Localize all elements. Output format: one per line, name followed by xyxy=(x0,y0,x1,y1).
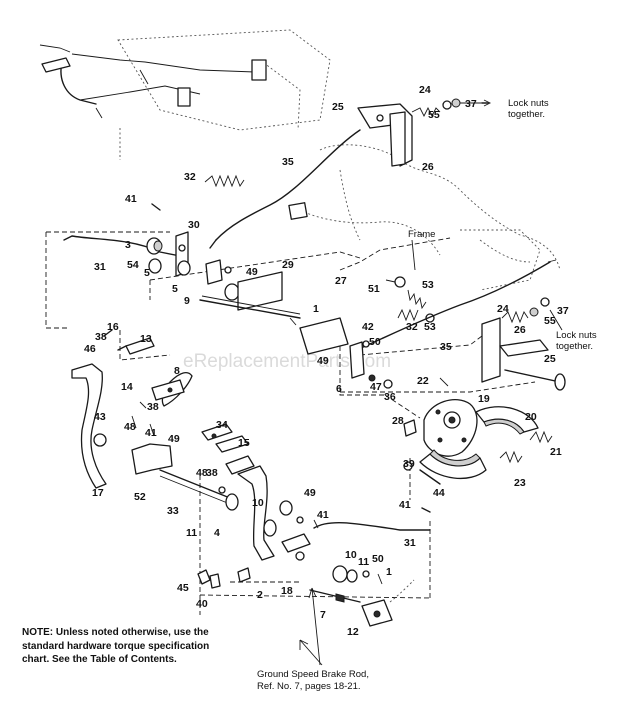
left-pedal-assembly xyxy=(71,329,431,666)
upper-brake-assembly xyxy=(63,98,492,355)
part-label: 25 xyxy=(332,101,344,113)
part-label: 19 xyxy=(478,393,490,405)
part-label: 29 xyxy=(282,259,294,271)
part-label: 25 xyxy=(544,353,556,365)
part-label: 17 xyxy=(92,487,104,499)
part-label: 9 xyxy=(184,295,190,307)
part-label: 55 xyxy=(428,109,440,121)
part-label: 5 xyxy=(144,267,150,279)
svg-text:Lock nuts: Lock nuts xyxy=(508,98,549,109)
part-label: 37 xyxy=(465,98,477,110)
part-label: 49 xyxy=(246,266,258,278)
part-label: 52 xyxy=(134,491,146,503)
part-label: 54 xyxy=(127,259,139,271)
part-label: 28 xyxy=(392,415,404,427)
part-label: 18 xyxy=(281,585,293,597)
torque-note: NOTE: Unless noted otherwise, use the st… xyxy=(22,627,210,665)
part-label: 8 xyxy=(174,365,180,377)
part-label: 20 xyxy=(525,411,537,423)
part-label: 2 xyxy=(257,589,263,601)
part-label: 11 xyxy=(358,556,369,568)
svg-text:together.: together. xyxy=(556,341,593,352)
part-label: 1 xyxy=(386,566,392,578)
part-label: 41 xyxy=(317,509,329,521)
part-label: 13 xyxy=(140,333,152,345)
part-label: 35 xyxy=(440,341,452,353)
part-label: 48 xyxy=(124,421,136,433)
part-label: 34 xyxy=(216,419,228,431)
right-brake-assembly xyxy=(349,239,566,485)
part-label: 26 xyxy=(514,324,526,336)
frame-outline xyxy=(299,144,561,291)
part-label: 40 xyxy=(196,598,208,610)
part-label: 31 xyxy=(404,537,416,549)
part-label: 11 xyxy=(186,527,197,539)
part-number-labels: 24 25 55 37 26 35 32 41 30 3 54 5 49 29 … xyxy=(84,84,569,638)
part-label: 4 xyxy=(214,527,220,539)
part-label: 55 xyxy=(544,315,556,327)
inset-pedal-sketch xyxy=(39,29,331,160)
ground-speed-brake-rod-reference: Ground Speed Brake Rod, Ref. No. 7, page… xyxy=(257,669,457,692)
part-label: 41 xyxy=(125,193,137,205)
part-label: 44 xyxy=(433,487,445,499)
part-label: 46 xyxy=(84,343,96,355)
part-label: 24 xyxy=(497,303,509,315)
lock-nuts-callout-top: Lock nuts together. xyxy=(508,98,549,120)
part-label: 53 xyxy=(422,279,434,291)
part-label: 21 xyxy=(550,446,562,458)
part-label: 1 xyxy=(313,303,319,315)
part-label: 47 xyxy=(370,381,382,393)
part-label: 49 xyxy=(304,487,316,499)
part-label: 38 xyxy=(206,467,218,479)
part-label: 6 xyxy=(336,383,342,395)
part-label: 37 xyxy=(557,305,569,317)
part-label: 22 xyxy=(417,375,429,387)
part-label: 38 xyxy=(95,331,107,343)
watermark-text: eReplacementParts.com xyxy=(183,351,391,372)
part-label: 50 xyxy=(369,336,381,348)
svg-text:Lock nuts: Lock nuts xyxy=(556,330,597,341)
part-label: 32 xyxy=(406,321,418,333)
part-label: 50 xyxy=(372,553,384,565)
part-label: 10 xyxy=(252,497,264,509)
part-label: 24 xyxy=(419,84,431,96)
part-label: 10 xyxy=(345,549,357,561)
part-label: 43 xyxy=(94,411,106,423)
part-label: 33 xyxy=(167,505,179,517)
assembly-guide-lines xyxy=(45,231,536,615)
part-label: 7 xyxy=(320,609,326,621)
frame-callout: Frame xyxy=(408,229,435,240)
part-label: 16 xyxy=(107,321,119,333)
part-label: 23 xyxy=(514,477,526,489)
part-label: 45 xyxy=(177,582,189,594)
part-label: 15 xyxy=(238,437,250,449)
lock-nuts-callout-right: Lock nuts together. xyxy=(556,330,597,352)
part-label: 49 xyxy=(317,355,329,367)
part-label: 51 xyxy=(368,283,380,295)
part-label: 14 xyxy=(121,381,133,393)
svg-text:together.: together. xyxy=(508,109,545,120)
part-label: 36 xyxy=(384,391,396,403)
reference-line-1: Ground Speed Brake Rod, xyxy=(257,669,369,680)
part-label: 41 xyxy=(399,499,411,511)
part-label: 39 xyxy=(403,458,415,470)
part-label: 35 xyxy=(282,156,294,168)
part-label: 53 xyxy=(424,321,436,333)
part-label: 30 xyxy=(188,219,200,231)
part-label: 5 xyxy=(172,283,178,295)
part-label: 27 xyxy=(335,275,347,287)
part-label: 38 xyxy=(147,401,159,413)
part-label: 49 xyxy=(168,433,180,445)
part-label: 31 xyxy=(94,261,106,273)
reference-line-2: Ref. No. 7, pages 18-21. xyxy=(257,680,361,692)
part-label: 48 xyxy=(196,467,208,479)
part-label: 26 xyxy=(422,161,434,173)
part-label: 32 xyxy=(184,171,196,183)
part-label: 41 xyxy=(145,427,157,439)
part-label: 42 xyxy=(362,321,374,333)
part-label: 12 xyxy=(347,626,359,638)
part-label: 3 xyxy=(125,239,131,251)
